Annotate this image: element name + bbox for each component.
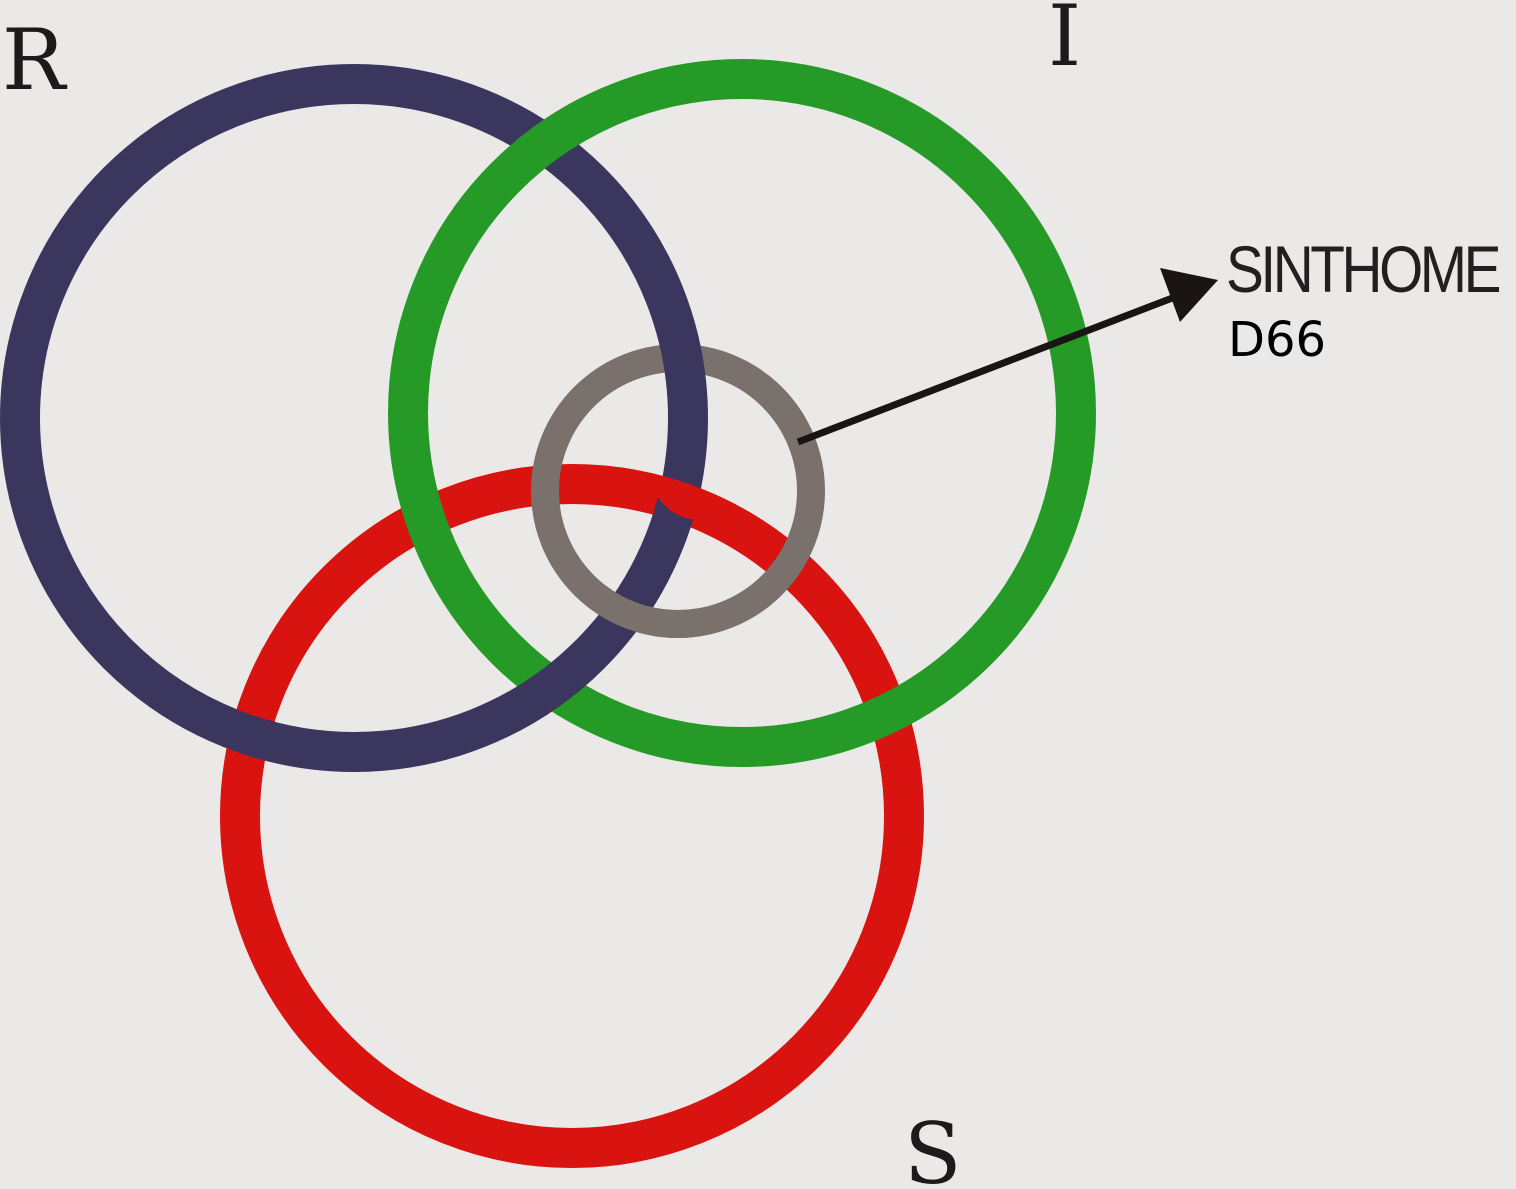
imaginary-ring bbox=[388, 59, 1096, 767]
sinthome-label: SINTHOME bbox=[1226, 232, 1501, 306]
crossing-sinthome-over-real bbox=[598, 562, 698, 638]
symbolic-ring bbox=[220, 464, 924, 1168]
real-ring bbox=[0, 64, 708, 772]
real-label: R bbox=[2, 11, 66, 109]
symbolic-label: S bbox=[904, 1105, 962, 1189]
imaginary-label: I bbox=[1048, 0, 1082, 85]
caption-text: D66 bbox=[1228, 312, 1327, 368]
sinthome-arrow-line bbox=[796, 288, 1190, 446]
sinthome-arrow-head bbox=[1160, 268, 1218, 322]
